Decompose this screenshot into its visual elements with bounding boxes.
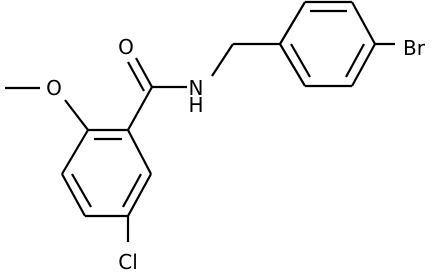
atom-label-methoxy-oxygen: O [46,76,62,100]
atom-label-amide-nitrogen: N [189,76,204,100]
bond-ring2-c1-c2 [279,1,306,45]
bond-ring1-c3-c4 [61,173,86,217]
bond-carbonyl-o-2 [127,61,145,92]
bond-n-ch2 [211,43,234,77]
bond-ring2-c3-c4 [351,1,376,45]
atom-label-bromine: Br [403,36,426,60]
bonds [5,0,395,242]
bond-ring1-double-c [122,173,142,208]
atom-label-chlorine: Cl [118,250,138,274]
bond-ring1-c2-c3 [61,129,89,175]
atom-label-amide-hydrogen: H [188,93,203,117]
bond-carbonyl-o-1 [135,57,153,88]
bond-ring1-double-b [71,173,92,208]
bond-ring-o-methoxy [64,99,89,131]
atom-labels: O N H O Cl Br [46,35,426,274]
bond-ring-carbonyl [127,86,153,131]
bond-ring2-double-c [290,43,311,78]
bond-ring1-c6-c1 [127,129,152,175]
bond-ring2-c4-c5 [351,43,376,87]
bond-ring2-c6-c1 [279,43,306,87]
bond-ring2-double-b [345,43,365,78]
bond-ring1-c5-c6 [127,173,152,217]
atom-label-carbonyl-oxygen: O [118,35,134,59]
